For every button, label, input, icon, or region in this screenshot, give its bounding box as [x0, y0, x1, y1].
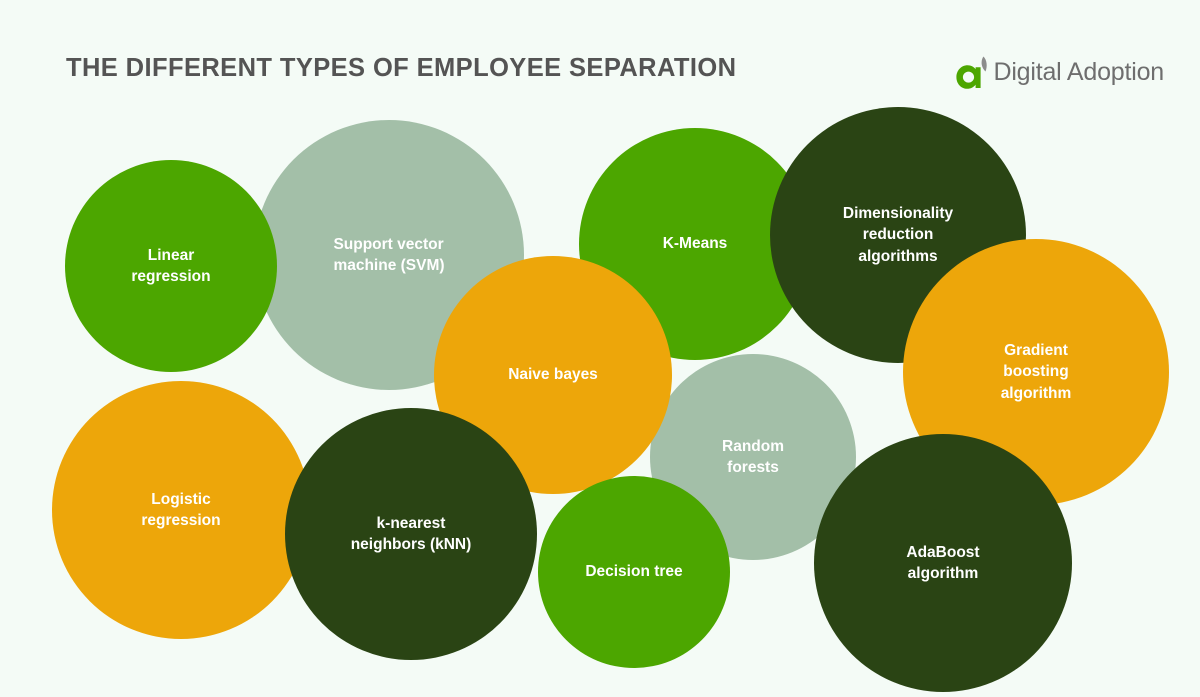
bubble-label: K-Means	[662, 235, 728, 253]
bubble-label: Random forests	[722, 437, 784, 476]
bubble-label: Decision tree	[585, 563, 683, 581]
header: The different types of employee separati…	[0, 0, 1200, 110]
bubble-label: Dimensionality reduction algorithms	[842, 204, 954, 265]
bubble-label: k-nearest neighbors (kNN)	[350, 514, 472, 553]
bubble-linear-regression[interactable]: Linear regression	[65, 160, 277, 372]
digital-adoption-a-logo-icon	[956, 53, 992, 91]
bubble-label: Gradient boosting algorithm	[1000, 341, 1072, 402]
bubble-logistic-regression[interactable]: Logistic regression	[52, 381, 310, 639]
brand-logo: Digital Adoption	[956, 50, 1164, 94]
bubble-label: AdaBoost algorithm	[906, 543, 980, 582]
bubble-label: Linear regression	[131, 246, 211, 285]
bubble-label: Support vector machine (SVM)	[333, 235, 445, 274]
page-title: The different types of employee separati…	[66, 54, 737, 82]
bubble-decision-tree[interactable]: Decision tree	[538, 476, 730, 668]
bubble-label: Logistic regression	[141, 490, 221, 529]
bubble-label: Naive bayes	[508, 366, 598, 384]
brand-name: Digital Adoption	[993, 57, 1164, 86]
bubble-k-nearest-neighbors[interactable]: k-nearest neighbors (kNN)	[285, 408, 537, 660]
bubble-adaboost-algorithm[interactable]: AdaBoost algorithm	[814, 434, 1072, 692]
